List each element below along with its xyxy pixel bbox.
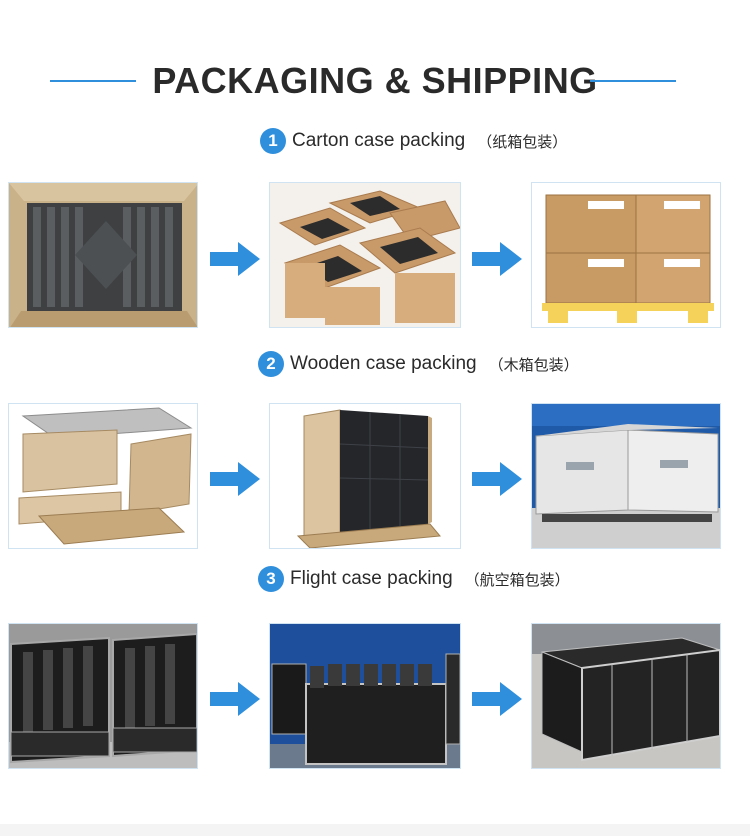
right-arrow-icon (210, 462, 260, 496)
section-flight-label: 3 Flight case packing （航空箱包装） (258, 564, 570, 594)
bottom-divider (0, 824, 750, 836)
right-arrow-icon (472, 682, 522, 716)
section-title-cn: （航空箱包装） (464, 570, 570, 589)
section-title: Wooden case packing (290, 353, 477, 374)
header-divider-left (50, 80, 136, 82)
section-title: Flight case packing (290, 568, 453, 589)
right-arrow-icon (472, 242, 522, 276)
step-number-badge: 3 (258, 566, 284, 592)
carton-photo-open-boxes (269, 182, 461, 328)
step-number-badge: 2 (258, 351, 284, 377)
right-arrow-icon (210, 682, 260, 716)
section-carton-label: 1 Carton case packing （纸箱包装） (260, 126, 567, 156)
header-divider-right (590, 80, 676, 82)
right-arrow-icon (210, 242, 260, 276)
flight-photo-stacked-cases (531, 623, 721, 769)
flight-photo-loaded-cases (269, 623, 461, 769)
wooden-photo-sealed-crates (531, 403, 721, 549)
page-title: PACKAGING & SHIPPING (152, 60, 598, 101)
carton-photo-modules-in-box (8, 182, 198, 328)
section-title: Carton case packing (292, 130, 466, 151)
section-title-cn: （木箱包装） (488, 355, 579, 374)
flight-photo-open-cases (8, 623, 198, 769)
section-wooden-label: 2 Wooden case packing （木箱包装） (258, 349, 579, 379)
right-arrow-icon (472, 462, 522, 496)
page-header: PACKAGING & SHIPPING (0, 52, 750, 112)
section-title-cn: （纸箱包装） (477, 132, 568, 151)
step-number-badge: 1 (260, 128, 286, 154)
wooden-photo-disassembled-case (8, 403, 198, 549)
wooden-photo-screen-in-case (269, 403, 461, 549)
carton-photo-pallet (531, 182, 721, 328)
